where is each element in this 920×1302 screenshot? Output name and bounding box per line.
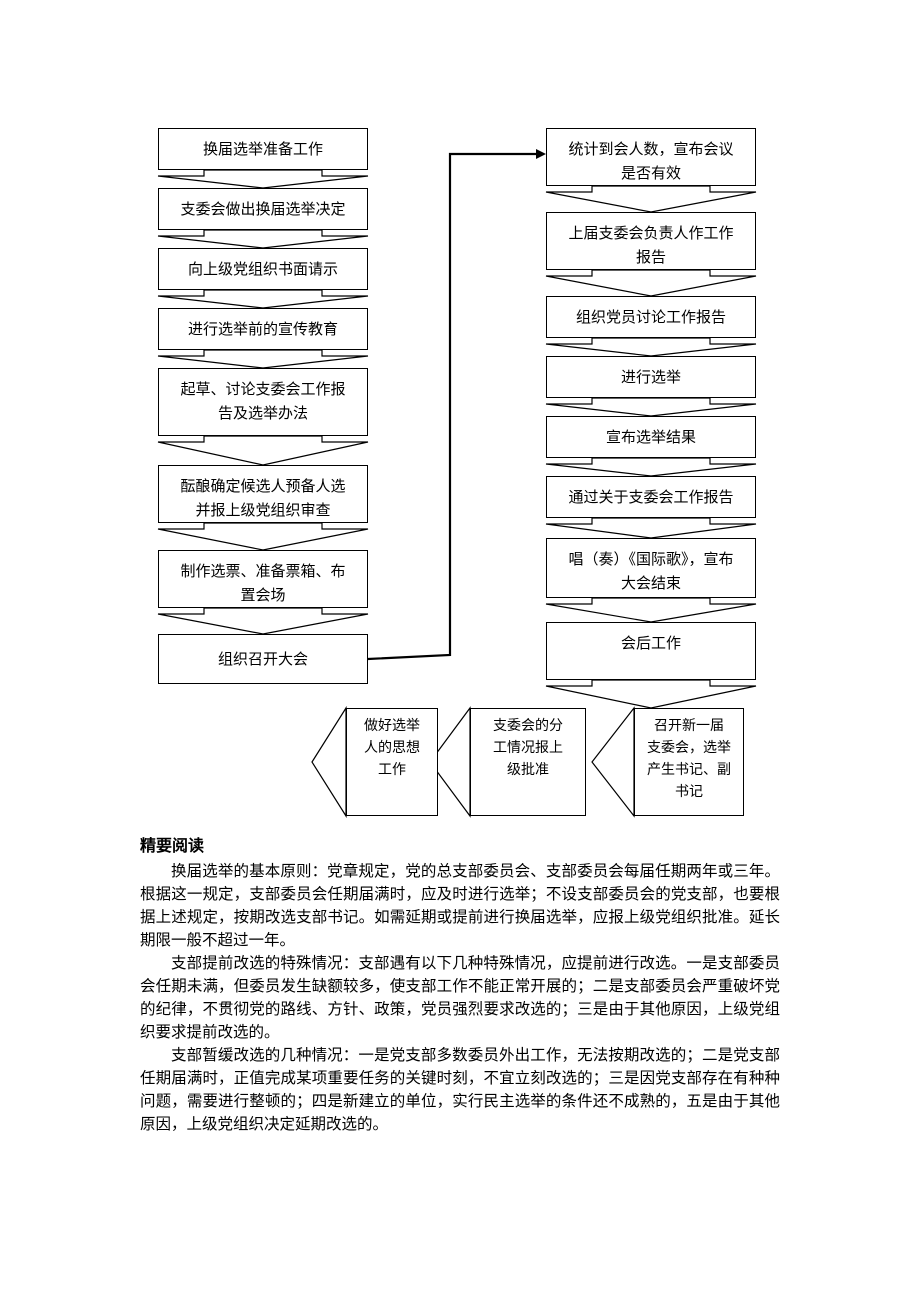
flow-step-15: 唱（奏）《国际歌》，宣布 大会结束 (546, 538, 756, 598)
flow-step-8: 组织召开大会 (158, 634, 368, 684)
flow-step-6: 酝酿确定候选人预备人选 并报上级党组织审查 (158, 465, 368, 523)
flow-step-7: 制作选票、准备票箱、布 置会场 (158, 550, 368, 608)
down-arrow-11 (545, 397, 757, 417)
down-arrow-1 (157, 169, 369, 189)
reading-section: 精要阅读 换届选举的基本原则：党章规定，党的总支部委员会、支部委员会每届任期两年… (140, 834, 780, 1136)
down-arrow-7 (157, 607, 369, 635)
flow-step-11: 组织党员讨论工作报告 (546, 296, 756, 338)
left-arrow-3 (311, 705, 347, 819)
flow-step-5: 起草、讨论支委会工作报 告及选举办法 (158, 368, 368, 436)
reading-paragraph-1: 换届选举的基本原则：党章规定，党的总支部委员会、支部委员会每届任期两年或三年。根… (140, 862, 780, 949)
flow-step-18: 支委会的分 工情况报上 级批准 (470, 708, 586, 816)
flow-step-3: 向上级党组织书面请示 (158, 248, 368, 290)
down-arrow-14 (545, 597, 757, 623)
reading-heading: 精要阅读 (140, 836, 205, 855)
flow-step-4: 进行选举前的宣传教育 (158, 308, 368, 350)
flow-step-16: 会后工作 (546, 622, 756, 680)
down-arrow-15 (545, 679, 757, 709)
flow-step-12: 进行选举 (546, 356, 756, 398)
flow-step-14: 通过关于支委会工作报告 (546, 476, 756, 518)
connector-line (367, 152, 538, 661)
down-arrow-12 (545, 457, 757, 477)
connector-arrowhead (536, 149, 546, 159)
down-arrow-8 (545, 185, 757, 213)
flow-step-19: 做好选举 人的思想 工作 (346, 708, 438, 816)
down-arrow-4 (157, 349, 369, 369)
down-arrow-3 (157, 289, 369, 309)
reading-paragraph-3: 支部暂缓改选的几种情况：一是党支部多数委员外出工作，无法按期改选的；二是党支部任… (140, 1046, 780, 1133)
flow-step-2: 支委会做出换届选举决定 (158, 188, 368, 230)
flow-step-17: 召开新一届 支委会，选举 产生书记、副 书记 (634, 708, 744, 816)
down-arrow-9 (545, 269, 757, 297)
down-arrow-10 (545, 337, 757, 357)
down-arrow-5 (157, 435, 369, 466)
flow-step-10: 上届支委会负责人作工作 报告 (546, 212, 756, 270)
down-arrow-13 (545, 517, 757, 539)
flowchart-connectors (157, 149, 757, 819)
flow-step-13: 宣布选举结果 (546, 416, 756, 458)
down-arrow-6 (157, 522, 369, 551)
reading-paragraph-2: 支部提前改选的特殊情况：支部遇有以下几种特殊情况，应提前进行改选。一是支部委员会… (140, 954, 780, 1041)
flow-step-1: 换届选举准备工作 (158, 128, 368, 170)
flow-step-9: 统计到会人数，宣布会议 是否有效 (546, 128, 756, 186)
left-arrow-1 (591, 706, 635, 818)
down-arrow-2 (157, 229, 369, 249)
